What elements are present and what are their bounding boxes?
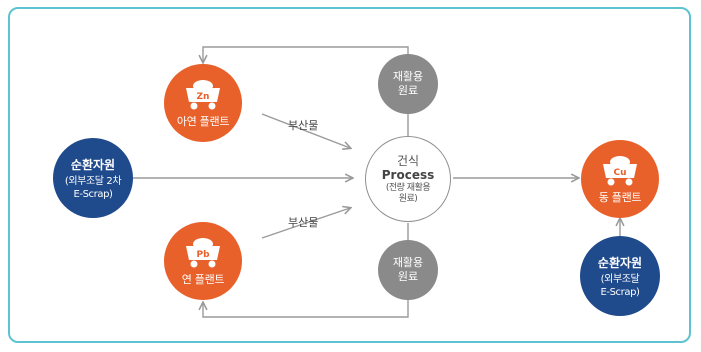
resource-right-title: 순환자원 (597, 255, 643, 270)
lead-plant-label: 연 플랜트 (181, 272, 225, 286)
resource-left-title: 순환자원 (70, 157, 116, 172)
resource-right-line1: (외부조달 (600, 273, 640, 285)
resource-left-line2: E-Scrap) (73, 188, 113, 200)
recycle-top-line1: 재활용 (392, 70, 424, 83)
resource-left-line1: (외부조달 2차 (64, 175, 122, 187)
zinc-plant-label: 아연 플랜트 (176, 114, 230, 128)
process-line3: (전량 재활용 (385, 182, 431, 193)
zinc-plant: Zn 아연 플랜트 (164, 64, 242, 142)
svg-text:Zn: Zn (197, 92, 210, 102)
byproduct-label-bottom: 부산물 (288, 216, 319, 229)
ore-cart-icon: Cu (603, 155, 637, 185)
lead-plant: Pb 연 플랜트 (164, 222, 242, 300)
recycle-bottom: 재활용 원료 (378, 240, 438, 300)
process-line4: 원료) (398, 193, 418, 204)
ore-cart-icon: Pb (186, 237, 220, 267)
byproduct-arrow-top (261, 113, 350, 148)
process-line1: 건식 (396, 153, 420, 168)
ore-cart-icon: Zn (186, 79, 220, 109)
recycle-bottom-line2: 원료 (397, 270, 419, 283)
byproduct-arrow-bottom (261, 208, 350, 239)
copper-plant-label: 동 플랜트 (598, 190, 642, 204)
resource-right: 순환자원 (외부조달 E-Scrap) (580, 236, 660, 316)
recycle-bottom-line1: 재활용 (392, 256, 424, 269)
recycle-top: 재활용 원료 (378, 54, 438, 114)
recycle-top-line2: 원료 (397, 84, 419, 97)
resource-right-line2: E-Scrap) (600, 286, 640, 298)
copper-plant: Cu 동 플랜트 (581, 140, 659, 218)
process-line2: Process (381, 167, 435, 182)
resource-left: 순환자원 (외부조달 2차 E-Scrap) (53, 138, 133, 218)
svg-text:Pb: Pb (196, 250, 210, 260)
byproduct-label-top: 부산물 (288, 119, 319, 132)
dry-process-node: 건식 Process (전량 재활용 원료) (365, 136, 451, 222)
svg-text:Cu: Cu (613, 168, 626, 178)
